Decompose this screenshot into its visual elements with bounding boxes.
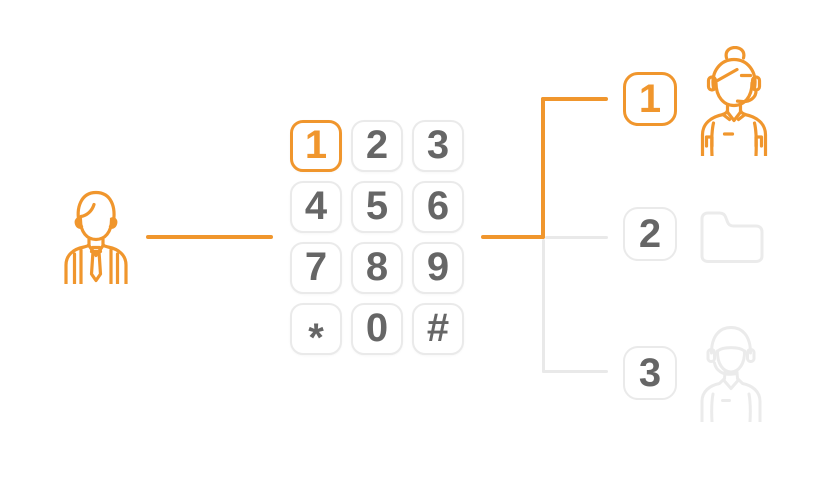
key-label: 9 (426, 245, 450, 289)
key-label: 3 (426, 123, 450, 167)
keypad-key-0[interactable]: 0 (351, 303, 403, 355)
connector-to-option-2 (545, 236, 608, 239)
keypad-key-6[interactable]: 6 (412, 181, 464, 233)
connector-branch-down (542, 239, 545, 373)
keypad-key-star[interactable]: * (290, 303, 342, 360)
keypad-key-2[interactable]: 2 (351, 120, 403, 172)
key-label: 7 (304, 245, 328, 289)
key-label: 6 (426, 184, 450, 228)
phone-keypad: 1 2 3 4 5 6 7 8 9 * 0 # (290, 120, 464, 360)
connector-caller-to-keypad (146, 235, 273, 239)
menu-option-key-2[interactable]: 2 (623, 207, 677, 261)
keypad-key-3[interactable]: 3 (412, 120, 464, 172)
connector-to-option-1 (541, 97, 608, 101)
keypad-key-4[interactable]: 4 (290, 181, 342, 233)
keypad-key-8[interactable]: 8 (351, 242, 403, 294)
folder-icon (699, 209, 765, 264)
keypad-key-5[interactable]: 5 (351, 181, 403, 233)
key-label: 4 (304, 184, 328, 228)
keypad-key-7[interactable]: 7 (290, 242, 342, 294)
keypad-key-9[interactable]: 9 (412, 242, 464, 294)
menu-option-key-3[interactable]: 3 (623, 346, 677, 400)
keypad-key-hash[interactable]: # (412, 303, 464, 355)
caller-icon (59, 184, 133, 284)
key-label: 0 (365, 306, 389, 350)
key-label: 1 (304, 123, 328, 167)
option-label: 3 (638, 351, 662, 395)
keypad-key-1[interactable]: 1 (290, 120, 342, 172)
option-label: 1 (638, 77, 662, 121)
connector-keypad-out (481, 235, 545, 239)
connector-to-option-3 (542, 370, 608, 373)
connector-branch-up (541, 97, 545, 239)
support-agent-female-icon (696, 46, 772, 156)
support-agent-male-icon (698, 320, 764, 422)
menu-option-key-1[interactable]: 1 (623, 72, 677, 126)
key-label: 5 (365, 184, 389, 228)
option-label: 2 (638, 212, 662, 256)
key-label: # (426, 306, 450, 350)
key-label: 8 (365, 245, 389, 289)
key-label: 2 (365, 123, 389, 167)
key-label: * (308, 316, 324, 360)
